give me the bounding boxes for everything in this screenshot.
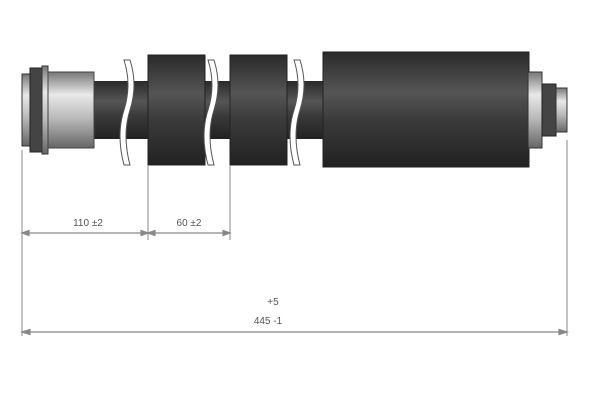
- dimension-lines: [19, 229, 570, 336]
- protective-sleeve: [322, 51, 530, 168]
- sleeve-2: [229, 54, 288, 166]
- dimension-label-total-tolerance: +5: [267, 297, 279, 308]
- sleeve-1: [147, 54, 206, 166]
- dimension-label-second-segment: 60 ±2: [177, 218, 202, 229]
- dimension-label-first-segment: 110 ±2: [73, 218, 103, 229]
- break-marks: [119, 59, 305, 166]
- extension-lines: [21, 140, 568, 336]
- right-fitting: [527, 71, 568, 149]
- left-fitting: [21, 65, 95, 155]
- dimension-label-total-length: 445 -1: [254, 316, 283, 327]
